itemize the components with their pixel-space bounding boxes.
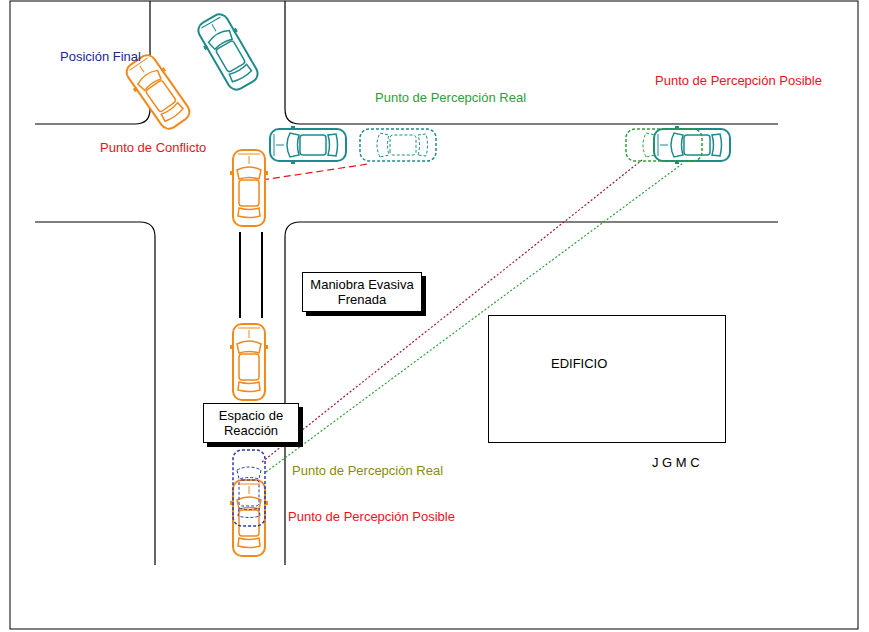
node-text: Maniobra Evasiva Frenada [307,277,417,307]
building-box: EDIFICIO [488,315,726,443]
scene-label: Punto de Percepción Real [292,463,443,478]
scene-label: Punto de Percepción Posible [655,73,822,88]
skid-mark [261,232,263,318]
car [230,480,268,556]
scene-label: Punto de Conflicto [100,140,206,155]
car-ghost [360,129,436,161]
car [230,324,268,400]
car [654,126,730,164]
scene-label: Punto de Percepción Real [375,90,526,105]
callout-box: Maniobra Evasiva Frenada [302,272,422,312]
node-text: Espacio de Reacción [208,408,294,438]
car [230,150,268,226]
scene-label: J G M C [652,455,700,470]
sight-line [262,164,368,180]
car [270,126,346,164]
node-text: EDIFICIO [551,356,725,371]
car [193,10,264,95]
car-ghost [626,129,702,161]
scene-label: Punto de Percepción Posible [288,509,455,524]
scene-label: Posición Final [60,49,141,64]
skid-mark [239,232,241,318]
car-ghost [233,450,265,526]
callout-box: Espacio de Reacción [203,403,299,443]
